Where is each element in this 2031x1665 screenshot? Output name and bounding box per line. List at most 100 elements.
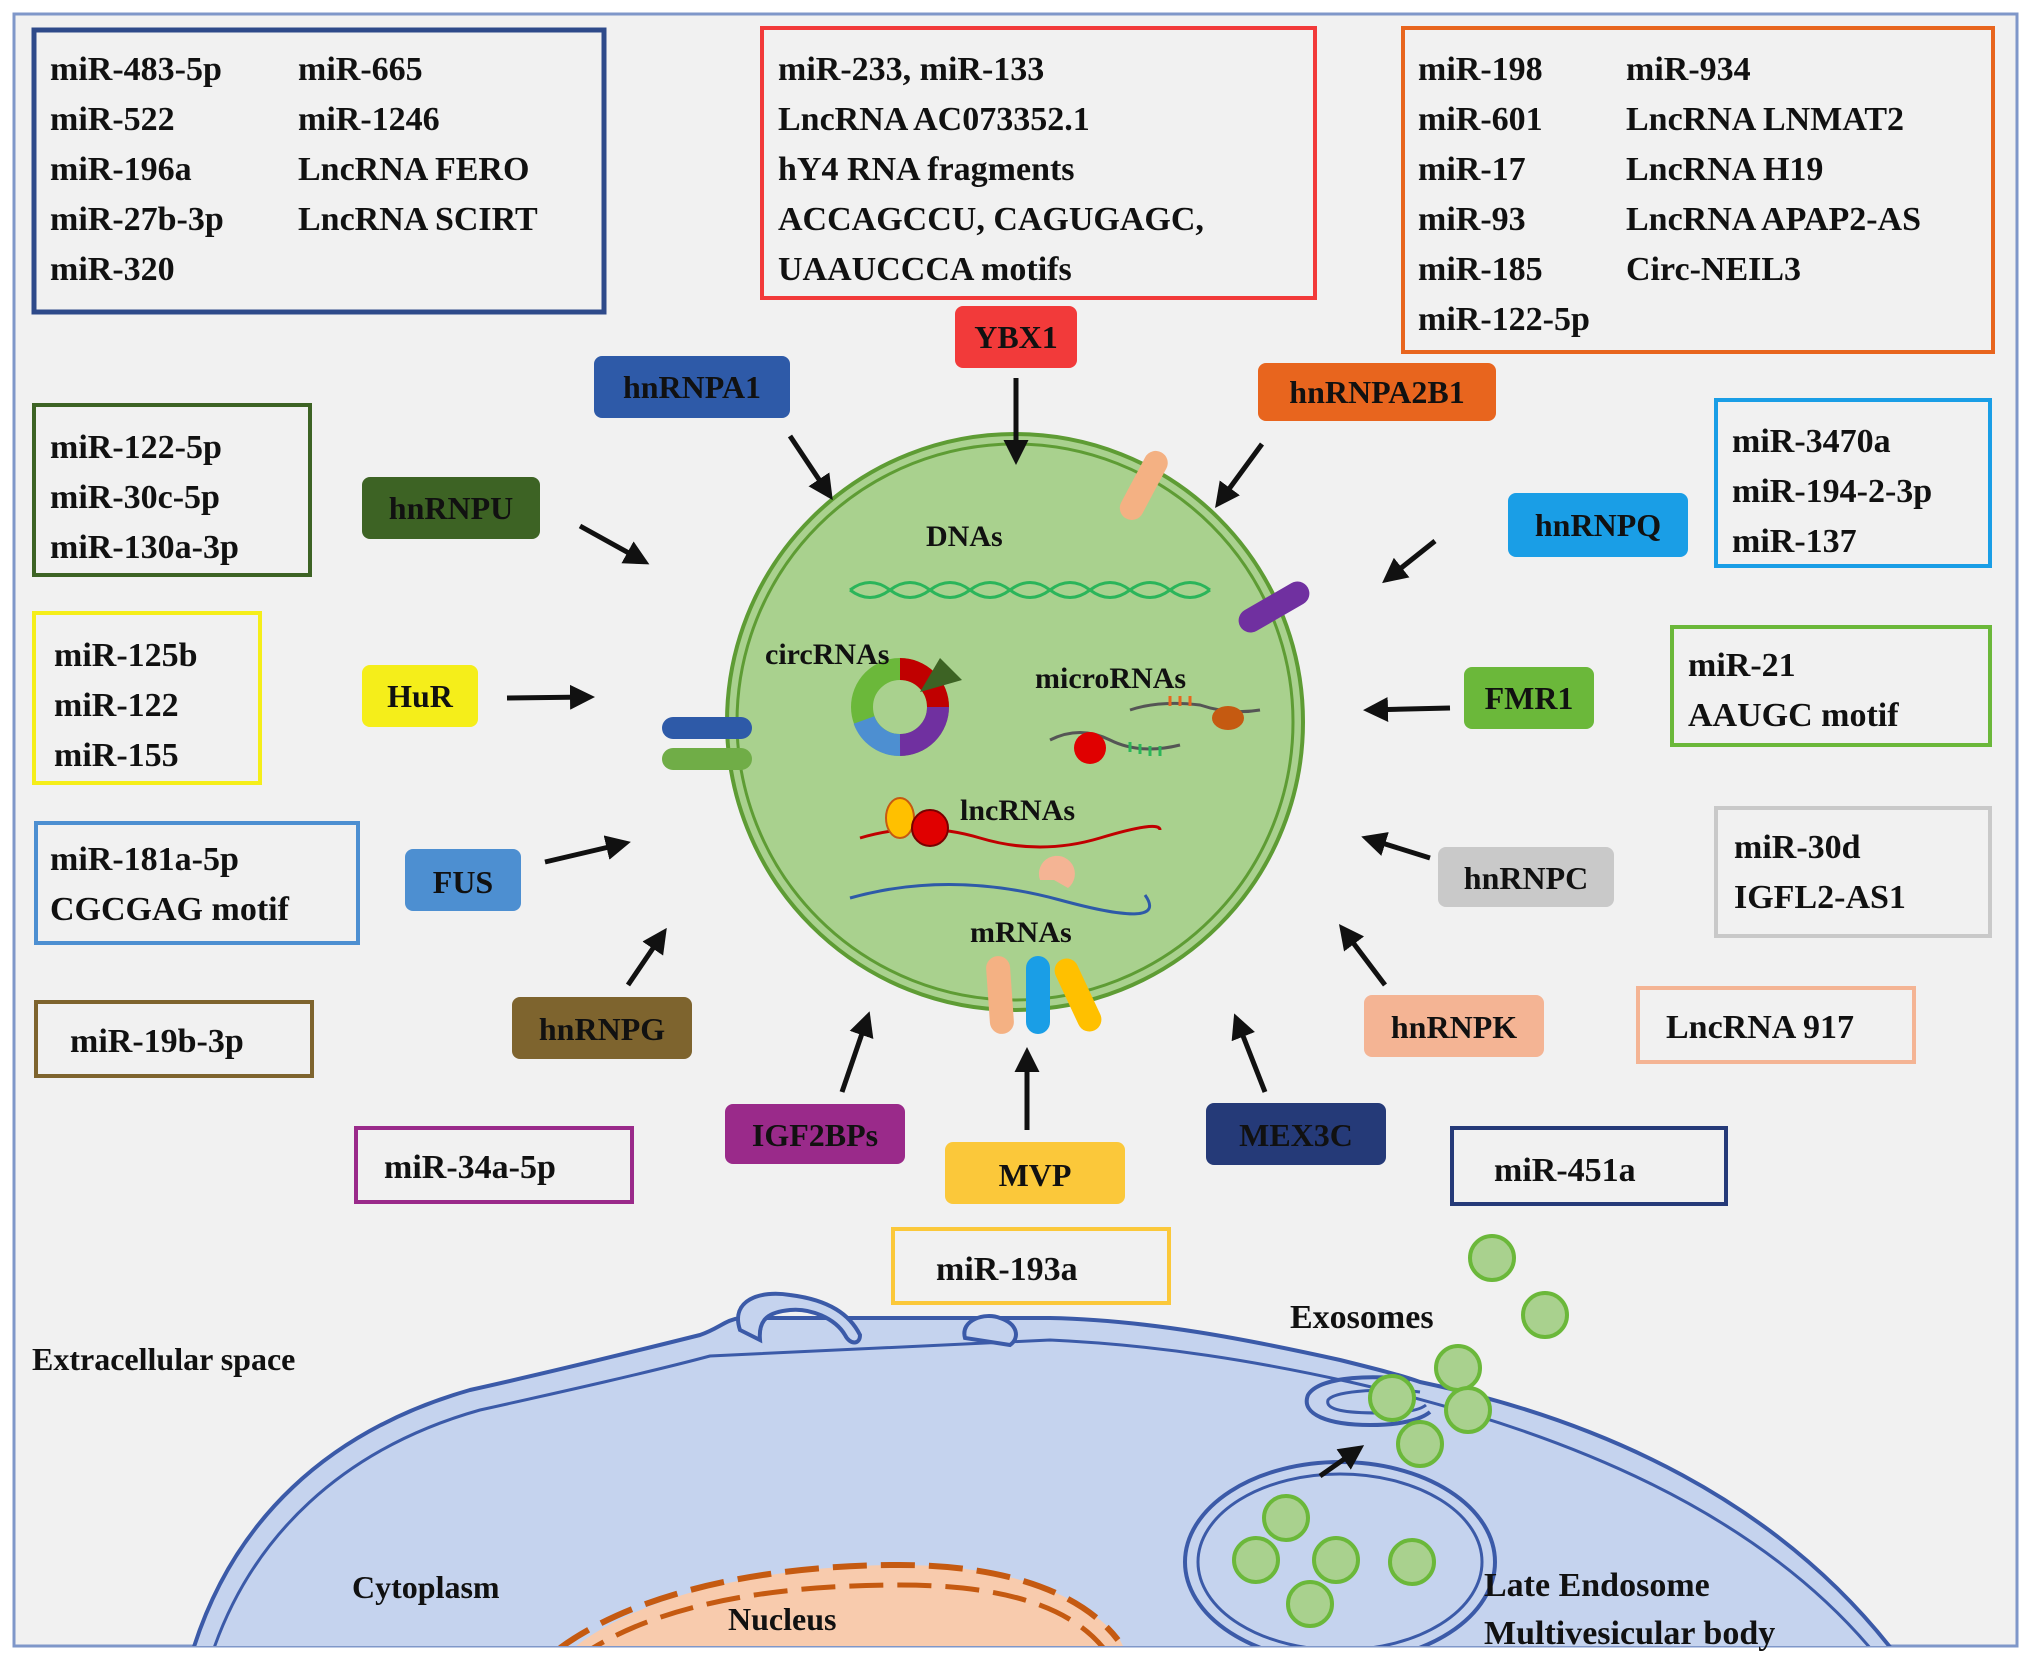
vesicle bbox=[1388, 1538, 1436, 1586]
cell-membrane-inner bbox=[213, 1338, 1871, 1646]
cargo-item: miR-522 bbox=[50, 101, 175, 138]
membrane-loop-small bbox=[962, 1314, 1018, 1348]
cargo-item: miR-122 bbox=[54, 687, 179, 724]
cargo-item: LncRNA APAP2-AS bbox=[1626, 201, 1921, 238]
protein-mvp-label: MVP bbox=[999, 1157, 1072, 1193]
cargo-item: miR-21 bbox=[1688, 647, 1796, 684]
cargo-item: LncRNA AC073352.1 bbox=[778, 101, 1090, 138]
arrow-hur bbox=[506, 684, 595, 710]
cargo-item: miR-30c-5p bbox=[50, 479, 220, 516]
label-exosomes: Exosomes bbox=[1290, 1299, 1434, 1336]
cargo-box-ybx1: miR-233, miR-133 LncRNA AC073352.1 hY4 R… bbox=[760, 26, 1317, 300]
cargo-item: miR-483-5p bbox=[50, 51, 222, 88]
arrow-hnrnpa1 bbox=[787, 434, 833, 501]
protein-hnrnpa2b1-box bbox=[1258, 363, 1496, 421]
protein-hnrnpa1-label: hnRNPA1 bbox=[623, 369, 761, 405]
cargo-item: miR-193a bbox=[936, 1251, 1078, 1288]
membrane-protein bbox=[662, 717, 752, 739]
cargo-item: LncRNA H19 bbox=[1626, 151, 1823, 188]
protein-hnrnpg-label: hnRNPG bbox=[539, 1011, 665, 1047]
cargo-item: miR-196a bbox=[50, 151, 192, 188]
vesicle bbox=[1444, 1386, 1492, 1434]
cargo-item: miR-233, miR-133 bbox=[778, 51, 1044, 88]
protein-fus: FUS bbox=[405, 849, 521, 911]
arrow-fus bbox=[544, 835, 631, 865]
arrow-mex3c bbox=[1231, 1013, 1268, 1093]
protein-fus-label: FUS bbox=[433, 864, 493, 900]
cargo-item: LncRNA FERO bbox=[298, 151, 529, 188]
protein-ybx1-box bbox=[955, 306, 1077, 368]
vesicle bbox=[1262, 1494, 1310, 1542]
sorting-arrows bbox=[506, 378, 1451, 1130]
vesicle bbox=[1286, 1580, 1334, 1628]
cargo-item: LncRNA SCIRT bbox=[298, 201, 538, 238]
endosome-fusion-arrow bbox=[1318, 1445, 1365, 1479]
cargo-item: CGCGAG motif bbox=[50, 891, 290, 928]
protein-hnrnpu: hnRNPU bbox=[362, 477, 540, 539]
cargo-item: IGFL2-AS1 bbox=[1734, 879, 1906, 916]
mvb-fusion-membrane bbox=[1304, 1375, 1432, 1428]
cargo-box-hnrnpq-frame bbox=[1714, 398, 1992, 568]
label-mrnas: mRNAs bbox=[970, 916, 1072, 949]
protein-hnrnpq: hnRNPQ bbox=[1508, 493, 1688, 557]
vesicle bbox=[1521, 1291, 1569, 1339]
nucleus bbox=[576, 1565, 1123, 1646]
vesicle bbox=[1396, 1420, 1444, 1468]
protein-hnrnpa1: hnRNPA1 bbox=[594, 356, 790, 418]
label-lncrnas: lncRNAs bbox=[960, 794, 1075, 827]
cargo-item: miR-934 bbox=[1626, 51, 1751, 88]
cargo-item: miR-194-2-3p bbox=[1732, 473, 1932, 510]
protein-hnrnpg-box bbox=[512, 997, 692, 1059]
endosome-vesicles bbox=[1232, 1494, 1436, 1628]
nuclear-envelope-inner bbox=[591, 1582, 1105, 1646]
arrow-fmr1 bbox=[1363, 697, 1451, 723]
vesicle bbox=[1232, 1536, 1280, 1584]
cargo-item: miR-185 bbox=[1418, 251, 1543, 288]
cargo-item: miR-320 bbox=[50, 251, 175, 288]
cargo-item: miR-198 bbox=[1418, 51, 1543, 88]
cargo-item: miR-30d bbox=[1734, 829, 1861, 866]
protein-ybx1-label: YBX1 bbox=[974, 319, 1058, 355]
cargo-item: miR-665 bbox=[298, 51, 423, 88]
protein-igf2bps-box bbox=[725, 1104, 905, 1164]
protein-hnrnpa2b1: hnRNPA2B1 bbox=[1258, 363, 1496, 421]
cargo-item: UAAUCCCA motifs bbox=[778, 251, 1072, 288]
cargo-item: AAUGC motif bbox=[1688, 697, 1899, 734]
circrna-icon bbox=[851, 658, 962, 757]
cargo-box-hur-frame bbox=[32, 611, 262, 785]
arrow-igf2bps bbox=[839, 1011, 874, 1093]
cargo-item: miR-19b-3p bbox=[70, 1023, 244, 1060]
protein-igf2bps: IGF2BPs bbox=[725, 1104, 905, 1164]
late-endosome-inner bbox=[1196, 1472, 1484, 1646]
cargo-box-hnrnpq: miR-3470a miR-194-2-3p miR-137 bbox=[1714, 398, 1992, 568]
cargo-item: miR-34a-5p bbox=[384, 1149, 556, 1186]
cargo-item: ACCAGCCU, CAGUGAGC, bbox=[778, 201, 1204, 238]
protein-hnrnpu-label: hnRNPU bbox=[389, 490, 513, 526]
arrow-hnrnpu bbox=[578, 523, 650, 565]
protein-hnrnpq-label: hnRNPQ bbox=[1535, 507, 1661, 543]
protein-mvp: MVP bbox=[945, 1142, 1125, 1204]
protein-mex3c-label: MEX3C bbox=[1239, 1117, 1353, 1153]
mrna-icon bbox=[849, 855, 1152, 916]
cargo-box-hnrnpu: miR-122-5p miR-30c-5p miR-130a-3p bbox=[32, 403, 312, 577]
cargo-item: miR-137 bbox=[1732, 523, 1857, 560]
cargo-box-mex3c: miR-451a bbox=[1450, 1126, 1728, 1206]
dna-helix-icon bbox=[849, 581, 1211, 599]
cargo-item: miR-122-5p bbox=[50, 429, 222, 466]
membrane-protein bbox=[1054, 958, 1102, 1032]
arrow-hnrnpa2b1 bbox=[1215, 442, 1265, 509]
arrow-hnrnpk bbox=[1338, 924, 1387, 987]
protein-hnrnpg: hnRNPG bbox=[512, 997, 692, 1059]
protein-hnrnpc: hnRNPC bbox=[1438, 847, 1614, 907]
cargo-item: LncRNA 917 bbox=[1666, 1009, 1854, 1046]
cargo-item: miR-1246 bbox=[298, 101, 440, 138]
protein-fus-box bbox=[405, 849, 521, 911]
cargo-box-hnrnpa2b1-frame bbox=[1401, 26, 1995, 354]
membrane-protein bbox=[1119, 450, 1168, 520]
vesicle bbox=[1312, 1536, 1360, 1584]
protein-hur: HuR bbox=[362, 665, 478, 727]
cargo-box-hnrnpk: LncRNA 917 bbox=[1636, 986, 1916, 1064]
cargo-box-hnrnpk-frame bbox=[1636, 986, 1916, 1064]
cargo-box-ybx1-frame bbox=[760, 26, 1317, 300]
cargo-item: miR-130a-3p bbox=[50, 529, 239, 566]
